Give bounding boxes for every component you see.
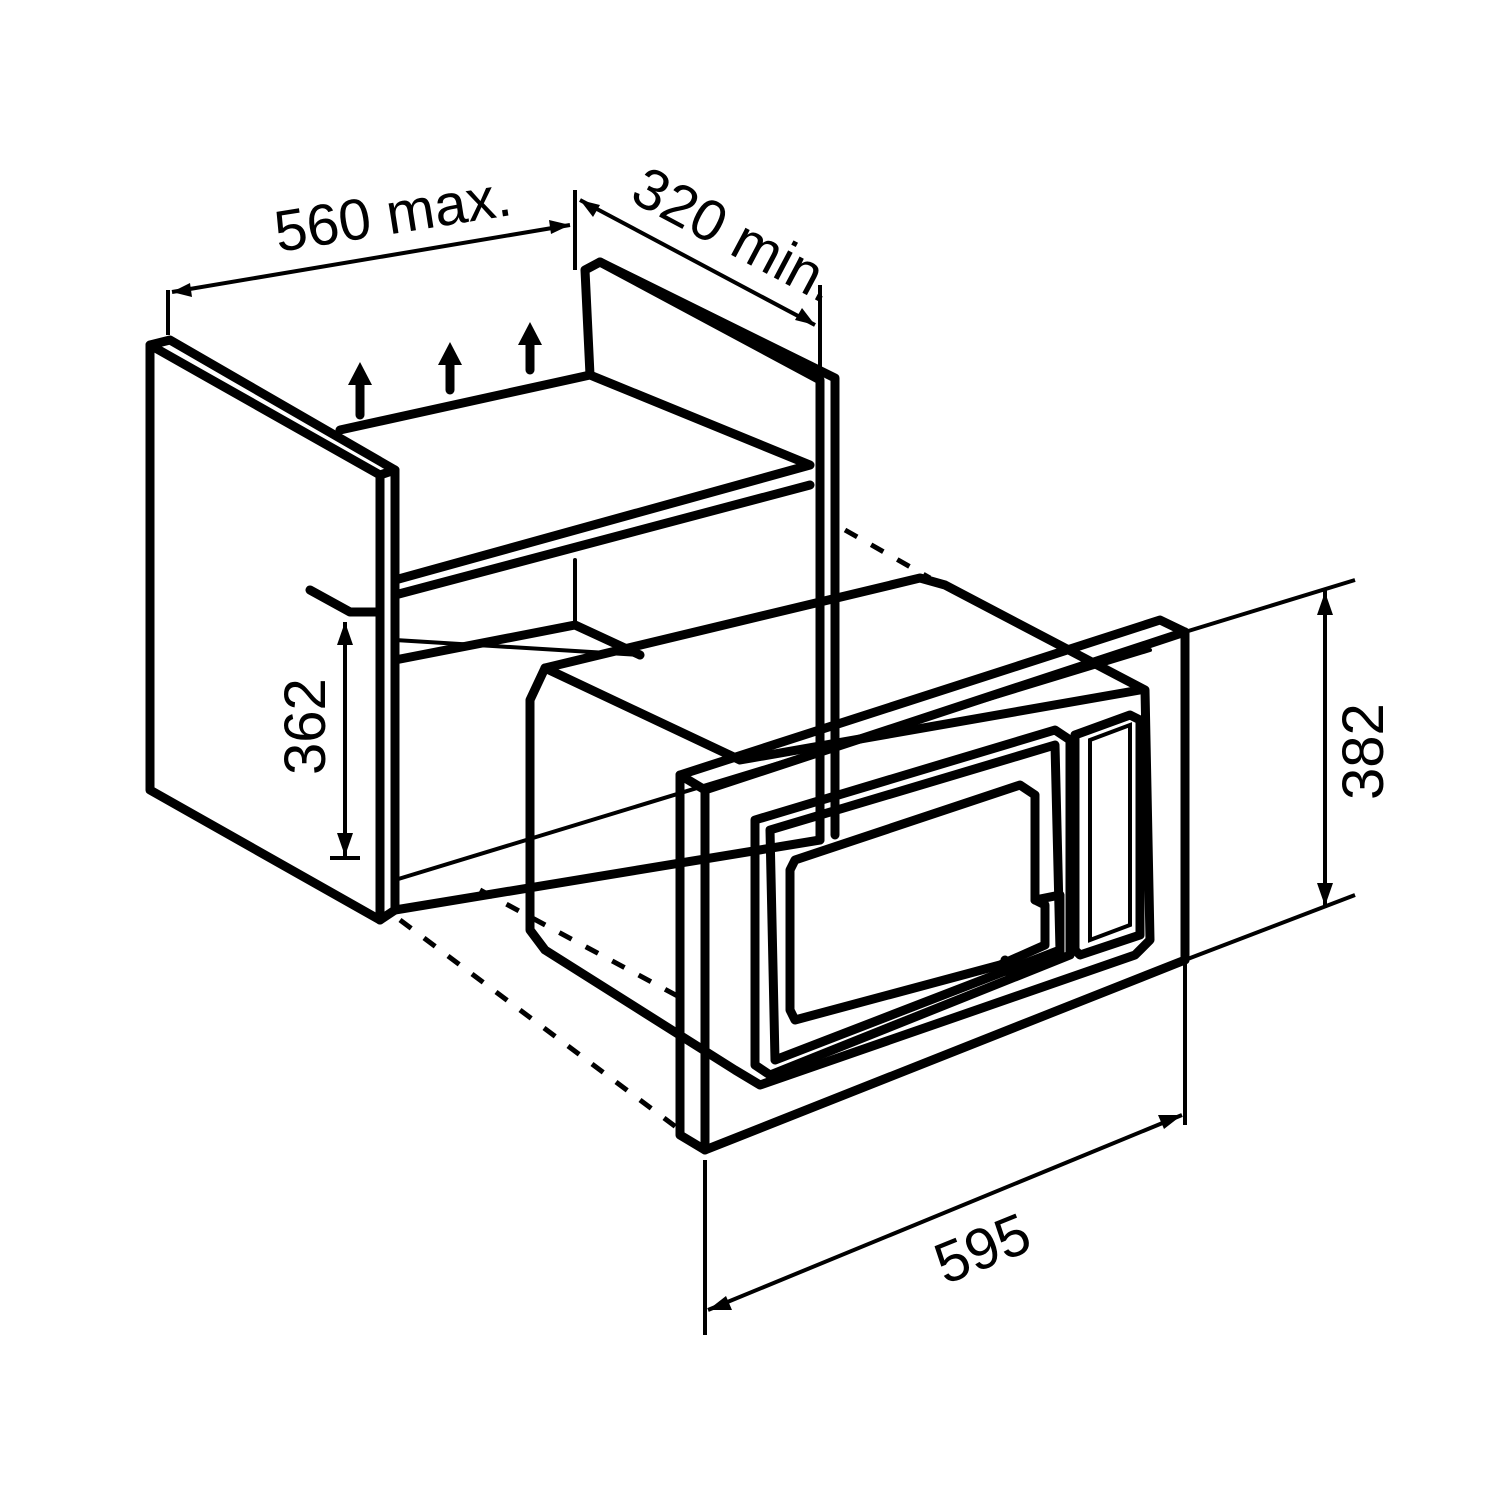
hidden-lines [398,527,932,1132]
ventilation-arrows [348,322,542,420]
ventilation-arrow-icon [518,322,542,375]
cabinet [145,257,840,925]
frame-edges [393,638,1152,882]
label-niche-width: 560 max. [270,163,516,265]
dimension-595 [703,960,1187,1335]
dimension-382 [1184,578,1356,962]
ventilation-arrow-icon [438,342,462,395]
label-appliance-height: 382 [1331,703,1396,800]
label-niche-height: 362 [273,678,338,775]
ventilation-arrow-icon [348,362,372,420]
dimension-320 [579,198,822,375]
dimension-560 [166,190,577,335]
dimension-362 [330,622,360,860]
microwave [525,573,1190,1155]
